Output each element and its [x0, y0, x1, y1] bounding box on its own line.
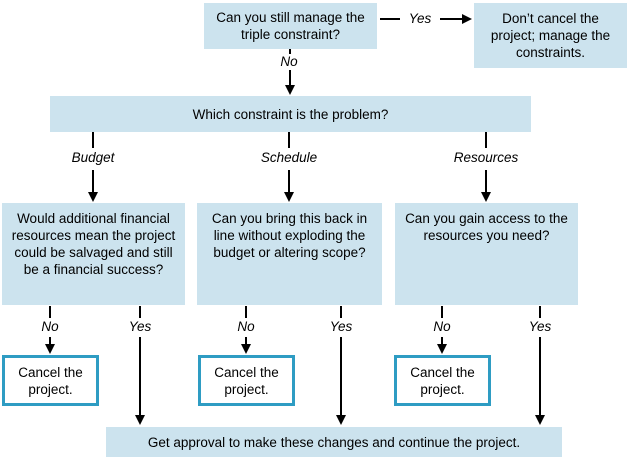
edge-resources-line — [485, 170, 487, 193]
edge-label-top-no: No — [272, 54, 306, 70]
edge-schedule-no-line — [245, 337, 247, 346]
edge-label-schedule: Schedule — [254, 150, 324, 166]
edge-schedule-yes-line — [340, 337, 342, 416]
edge-schedule-yes-stub — [340, 306, 342, 318]
arrowhead-resources-icon — [481, 192, 491, 202]
edge-label-resources: Resources — [449, 150, 523, 166]
node-cancel-schedule: Cancel the project. — [198, 355, 295, 406]
arrowhead-budget-icon — [88, 192, 98, 202]
node-cancel-budget: Cancel the project. — [2, 355, 99, 406]
edge-schedule-stub — [288, 132, 290, 148]
edge-resources-yes-stub — [539, 306, 541, 318]
arrowhead-schedule-no-icon — [241, 344, 251, 354]
node-q-resources: Can you gain access to the resources you… — [395, 203, 578, 305]
node-q-schedule: Can you bring this back in line without … — [197, 203, 382, 305]
edge-budget-stub — [92, 132, 94, 148]
edge-resources-stub — [485, 132, 487, 148]
node-get-approval: Get approval to make these changes and c… — [106, 427, 562, 457]
arrowhead-schedule-icon — [284, 192, 294, 202]
edge-label-resources-yes: Yes — [521, 319, 559, 335]
node-q-budget: Would additional financial resources mea… — [2, 203, 185, 305]
arrowhead-budget-no-icon — [45, 344, 55, 354]
edge-resources-no-stub — [441, 306, 443, 318]
edge-budget-no-line — [49, 337, 51, 346]
node-dont-cancel: Don’t cancel the project; manage the con… — [474, 3, 627, 68]
edge-label-schedule-yes: Yes — [322, 319, 360, 335]
edge-label-schedule-no: No — [229, 319, 263, 335]
node-q-triple-constraint: Can you still manage the triple constrai… — [204, 3, 377, 49]
arrowhead-top-no-icon — [285, 85, 295, 95]
edge-resources-yes-line — [539, 337, 541, 416]
arrowhead-budget-yes-icon — [135, 415, 145, 425]
edge-budget-no-stub — [49, 306, 51, 318]
edge-label-budget-no: No — [33, 319, 67, 335]
node-cancel-resources: Cancel the project. — [394, 355, 491, 406]
edge-budget-yes-line — [139, 337, 141, 416]
edge-resources-no-line — [441, 337, 443, 346]
edge-label-budget: Budget — [62, 150, 124, 166]
edge-label-budget-yes: Yes — [121, 319, 159, 335]
edge-label-top-yes: Yes — [400, 11, 440, 27]
arrowhead-schedule-yes-icon — [336, 415, 346, 425]
edge-label-resources-no: No — [425, 319, 459, 335]
arrowhead-top-yes-icon — [462, 14, 472, 24]
edge-budget-line — [92, 170, 94, 193]
arrowhead-resources-no-icon — [437, 344, 447, 354]
edge-budget-yes-stub — [139, 306, 141, 318]
edge-schedule-line — [288, 170, 290, 193]
edge-schedule-no-stub — [245, 306, 247, 318]
node-which-constraint: Which constraint is the problem? — [50, 96, 531, 132]
arrowhead-resources-yes-icon — [535, 415, 545, 425]
